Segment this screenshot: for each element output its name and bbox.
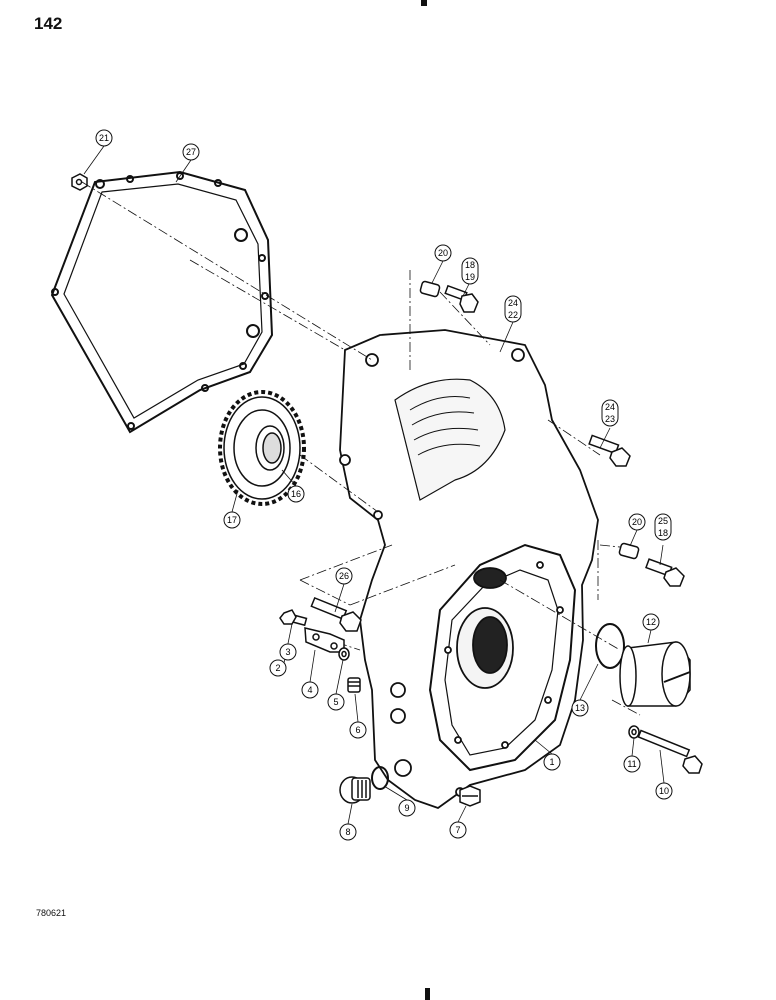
callout-24-23: 24 23 (601, 399, 619, 427)
callout-17: 17 (223, 511, 241, 529)
svg-text:5: 5 (333, 697, 338, 707)
callout-7: 7 (449, 821, 467, 839)
svg-text:2: 2 (275, 663, 280, 673)
callout-2: 2 (269, 659, 287, 677)
bottom-registration-mark (425, 988, 430, 1000)
svg-text:3: 3 (285, 647, 290, 657)
top-registration-mark (421, 0, 427, 6)
callout-9: 9 (398, 799, 416, 817)
callout-13: 13 (571, 699, 589, 717)
washer-5 (338, 647, 350, 661)
svg-text:20: 20 (438, 248, 448, 258)
plug-8 (339, 776, 371, 804)
front-cover-housing (339, 329, 599, 810)
svg-text:18: 18 (465, 260, 475, 270)
svg-text:11: 11 (627, 759, 636, 769)
svg-text:4: 4 (307, 685, 312, 695)
svg-text:27: 27 (186, 147, 196, 157)
callout-18-19: 18 19 (461, 257, 479, 285)
callout-27: 27 (182, 143, 200, 161)
callout-21: 21 (95, 129, 113, 147)
svg-text:6: 6 (355, 725, 360, 735)
svg-text:19: 19 (465, 272, 475, 282)
callout-25-18: 25 18 (654, 513, 672, 541)
callout-26: 26 (335, 567, 353, 585)
callout-20-right: 20 (628, 513, 646, 531)
svg-text:8: 8 (345, 827, 350, 837)
svg-text:18: 18 (658, 528, 668, 538)
dowel-pin-upper (419, 280, 441, 298)
svg-text:20: 20 (632, 517, 642, 527)
o-ring-9 (371, 766, 389, 790)
svg-text:22: 22 (508, 310, 518, 320)
svg-text:10: 10 (659, 786, 669, 796)
svg-text:26: 26 (339, 571, 349, 581)
bracket-4 (304, 627, 345, 653)
callout-10: 10 (655, 782, 673, 800)
svg-text:25: 25 (658, 516, 668, 526)
svg-text:24: 24 (605, 402, 615, 412)
o-ring-13 (595, 623, 625, 669)
svg-text:24: 24 (508, 298, 518, 308)
svg-text:1: 1 (549, 757, 554, 767)
svg-text:12: 12 (646, 617, 656, 627)
callout-6: 6 (349, 721, 367, 739)
bolt-right-middle (645, 558, 685, 587)
callout-8: 8 (339, 823, 357, 841)
alignment-lines (81, 181, 641, 716)
bolt-26 (310, 596, 362, 632)
svg-text:7: 7 (455, 825, 460, 835)
plug-6 (347, 677, 361, 693)
callout-24-22: 24 22 (504, 295, 522, 323)
washer-11 (628, 725, 640, 739)
page-number: 142 (34, 14, 63, 33)
svg-text:17: 17 (227, 515, 237, 525)
figure-code: 780621 (36, 908, 67, 918)
bolt-upper-right (588, 434, 631, 467)
callout-3: 3 (279, 643, 297, 661)
callout-12: 12 (642, 613, 660, 631)
svg-text:9: 9 (404, 803, 409, 813)
bolt-upper-short (444, 284, 479, 313)
bolt-3 (279, 609, 308, 627)
callout-4: 4 (301, 681, 319, 699)
bolt-10 (637, 729, 703, 774)
idler-gear (218, 390, 306, 506)
svg-text:23: 23 (605, 414, 615, 424)
front-cover-gasket (50, 170, 274, 434)
callout-1: 1 (543, 753, 561, 771)
svg-text:13: 13 (575, 703, 585, 713)
nut-21 (71, 173, 88, 191)
cover-plug-12 (619, 641, 691, 707)
callout-11: 11 (623, 755, 641, 773)
callout-16: 16 (287, 485, 305, 503)
svg-text:16: 16 (291, 489, 301, 499)
dowel-pin-right (618, 542, 640, 560)
plug-7 (459, 785, 481, 807)
svg-text:25: 25 (0, 0, 5, 2)
callout-5: 5 (327, 693, 345, 711)
callout-20-upper: 20 (434, 244, 452, 262)
svg-text:21: 21 (99, 133, 109, 143)
